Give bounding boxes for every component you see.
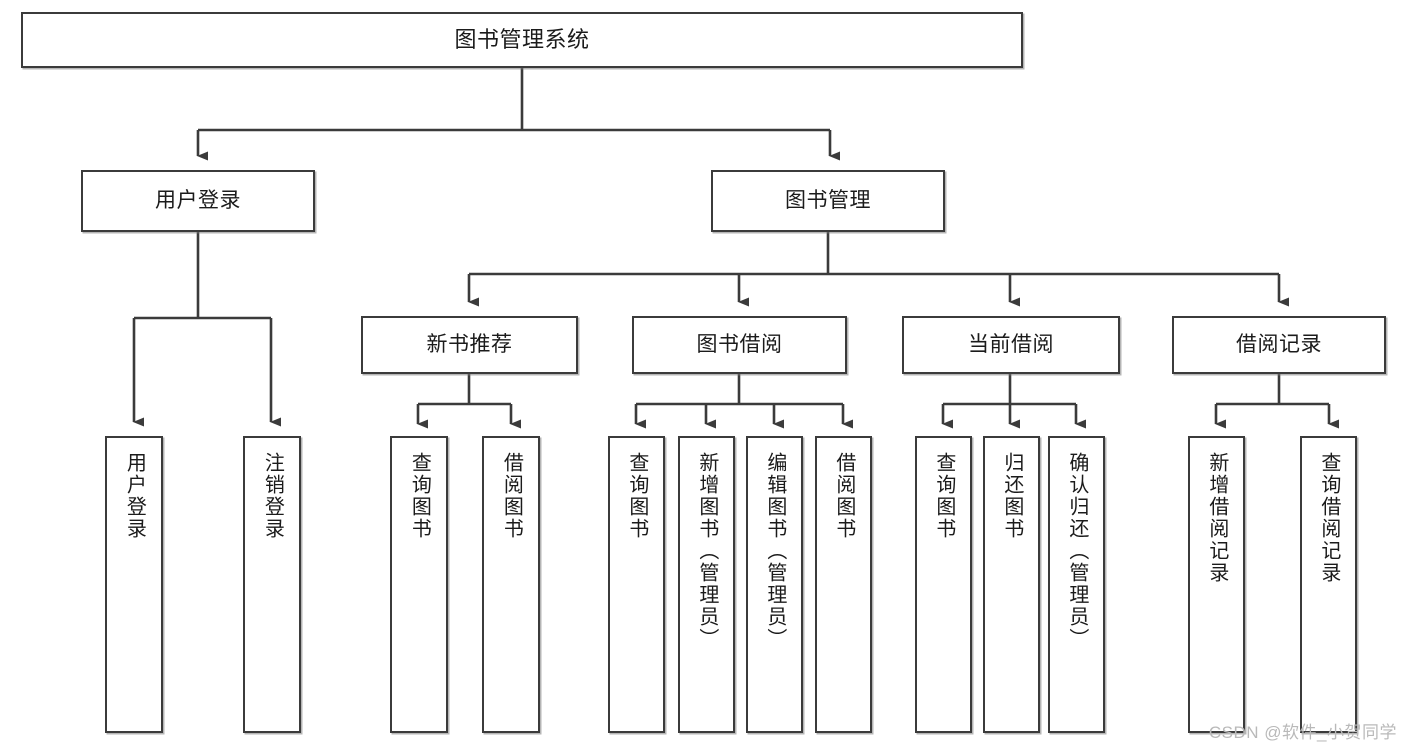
node-label: 借阅图书 — [832, 452, 855, 540]
node-label: 查询图书 — [932, 452, 955, 540]
node-book-management[interactable]: 图书管理 — [711, 170, 945, 232]
leaf-query-book-1[interactable]: 查询图书 — [390, 436, 448, 733]
leaf-confirm-return[interactable]: 确认归还（管理员） — [1048, 436, 1105, 733]
leaf-user-login[interactable]: 用户登录 — [105, 436, 163, 733]
node-label: 注销登录 — [261, 452, 284, 540]
node-label: 新书推荐 — [426, 332, 513, 356]
node-label: 图书管理系统 — [454, 27, 590, 53]
node-label: 图书管理 — [785, 188, 871, 212]
node-current-borrow[interactable]: 当前借阅 — [902, 316, 1120, 374]
leaf-add-book[interactable]: 新增图书（管理员） — [678, 436, 735, 733]
csdn-watermark: CSDN @软件_小贺同学 — [1208, 723, 1397, 742]
leaf-add-record[interactable]: 新增借阅记录 — [1188, 436, 1245, 733]
leaf-logout-login[interactable]: 注销登录 — [243, 436, 301, 733]
node-label: 确认归还（管理员） — [1065, 452, 1088, 650]
node-label: 借阅图书 — [500, 452, 523, 540]
leaf-return-book[interactable]: 归还图书 — [983, 436, 1040, 733]
node-label: 编辑图书（管理员） — [763, 452, 786, 650]
node-label: 查询借阅记录 — [1317, 452, 1340, 584]
node-label: 归还图书 — [1000, 452, 1023, 540]
node-label: 用户登录 — [155, 188, 241, 212]
node-root-system[interactable]: 图书管理系统 — [21, 12, 1023, 68]
leaf-borrow-book-1[interactable]: 借阅图书 — [482, 436, 540, 733]
node-label: 新增借阅记录 — [1205, 452, 1228, 584]
leaf-query-book-2[interactable]: 查询图书 — [608, 436, 665, 733]
leaf-query-book-3[interactable]: 查询图书 — [915, 436, 972, 733]
leaf-query-record[interactable]: 查询借阅记录 — [1300, 436, 1357, 733]
node-label: 查询图书 — [625, 452, 648, 540]
node-label: 用户登录 — [123, 452, 146, 540]
leaf-edit-book[interactable]: 编辑图书（管理员） — [746, 436, 803, 733]
node-user-login[interactable]: 用户登录 — [81, 170, 315, 232]
node-label: 新增图书（管理员） — [695, 452, 718, 650]
node-borrow-record[interactable]: 借阅记录 — [1172, 316, 1386, 374]
node-new-book-recommend[interactable]: 新书推荐 — [361, 316, 578, 374]
node-label: 图书借阅 — [696, 332, 783, 356]
node-label: 查询图书 — [408, 452, 431, 540]
leaf-borrow-book-2[interactable]: 借阅图书 — [815, 436, 872, 733]
node-book-borrow[interactable]: 图书借阅 — [632, 316, 847, 374]
node-label: 借阅记录 — [1236, 332, 1322, 356]
node-label: 当前借阅 — [968, 332, 1054, 356]
